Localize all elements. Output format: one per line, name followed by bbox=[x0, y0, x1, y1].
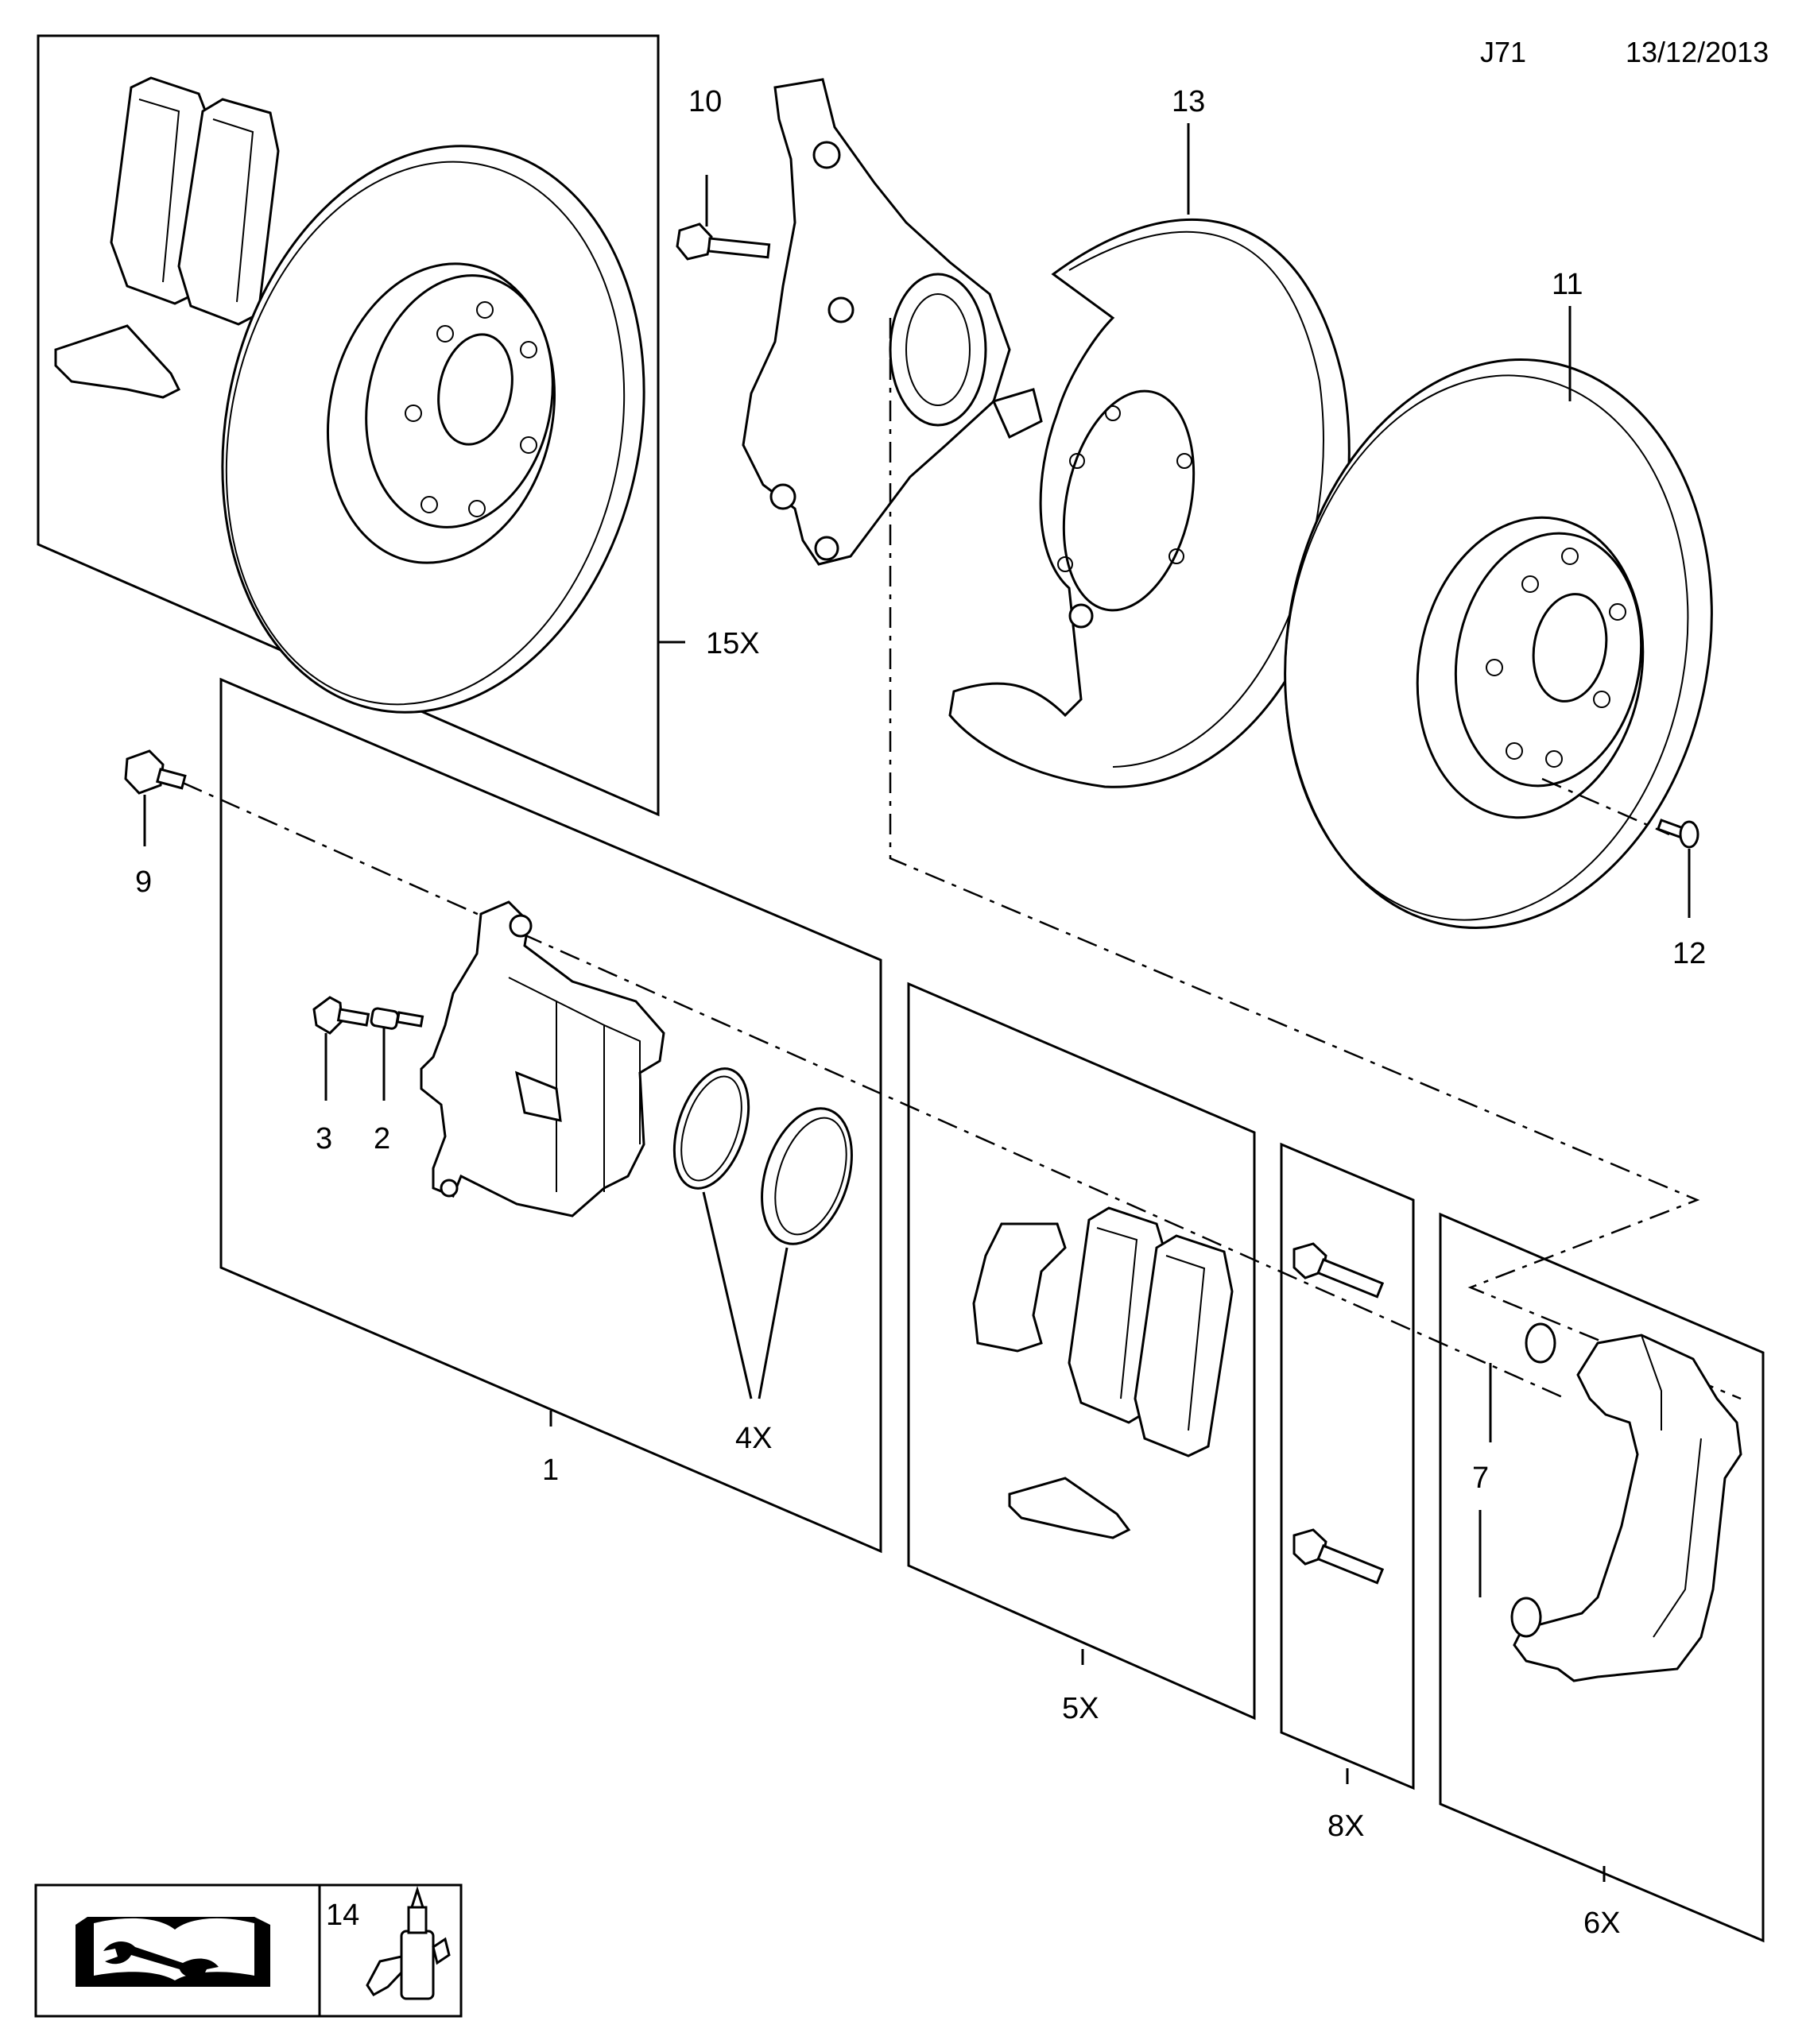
diagram-date: 13/12/2013 bbox=[1626, 36, 1769, 68]
steering-knuckle bbox=[742, 78, 1043, 566]
callout-4x: 4X bbox=[735, 1422, 772, 1455]
book-wrench-icon bbox=[76, 1917, 270, 1987]
guide-bolt-panel bbox=[1280, 1142, 1415, 1790]
bleed-screw bbox=[370, 1007, 424, 1101]
callout-8x: 8X bbox=[1327, 1810, 1364, 1843]
callout-15x: 15X bbox=[706, 627, 760, 660]
brake-caliper bbox=[420, 900, 665, 1217]
disc-screw bbox=[1656, 819, 1699, 918]
callout-14: 14 bbox=[326, 1899, 359, 1932]
legend-box: 14 bbox=[34, 1883, 463, 2018]
callout-11: 11 bbox=[1552, 268, 1583, 301]
brake-pads bbox=[972, 1206, 1234, 1539]
piston-seal-kit bbox=[672, 1067, 853, 1399]
callout-2: 2 bbox=[374, 1122, 390, 1156]
diagram-code: J71 bbox=[1480, 36, 1526, 68]
knuckle-bolt bbox=[676, 175, 771, 261]
callout-7: 7 bbox=[1472, 1461, 1489, 1495]
caliper-carrier bbox=[1513, 1334, 1742, 1682]
assembly-axis-bolt bbox=[182, 781, 1567, 1400]
callout-10: 10 bbox=[688, 85, 722, 118]
assembly-axis-knuckle bbox=[889, 318, 1742, 1400]
disc-pad-kit-panel: 15X bbox=[37, 34, 760, 817]
kit-brake-pads bbox=[54, 76, 280, 399]
callout-5x: 5X bbox=[1062, 1692, 1099, 1725]
callout-3: 3 bbox=[316, 1122, 332, 1156]
bushings bbox=[1479, 1322, 1556, 1638]
caliper-panel bbox=[219, 677, 882, 1554]
tube-icon bbox=[366, 1886, 451, 2000]
callout-6x: 6X bbox=[1583, 1907, 1620, 1940]
bleed-cap bbox=[312, 996, 370, 1101]
callout-12: 12 bbox=[1672, 937, 1706, 970]
assembly-axis-disc bbox=[1541, 777, 1670, 836]
brake-disc bbox=[1284, 306, 1713, 930]
carrier-panel bbox=[1439, 1212, 1765, 1943]
pad-set-panel bbox=[907, 981, 1256, 1721]
kit-brake-disc bbox=[221, 145, 645, 714]
callout-9: 9 bbox=[135, 865, 152, 899]
callout-1: 1 bbox=[542, 1454, 559, 1487]
guide-bolts bbox=[1292, 1242, 1385, 1585]
caliper-bolt bbox=[124, 749, 187, 846]
callout-13: 13 bbox=[1172, 85, 1205, 118]
splash-shield bbox=[948, 123, 1351, 788]
